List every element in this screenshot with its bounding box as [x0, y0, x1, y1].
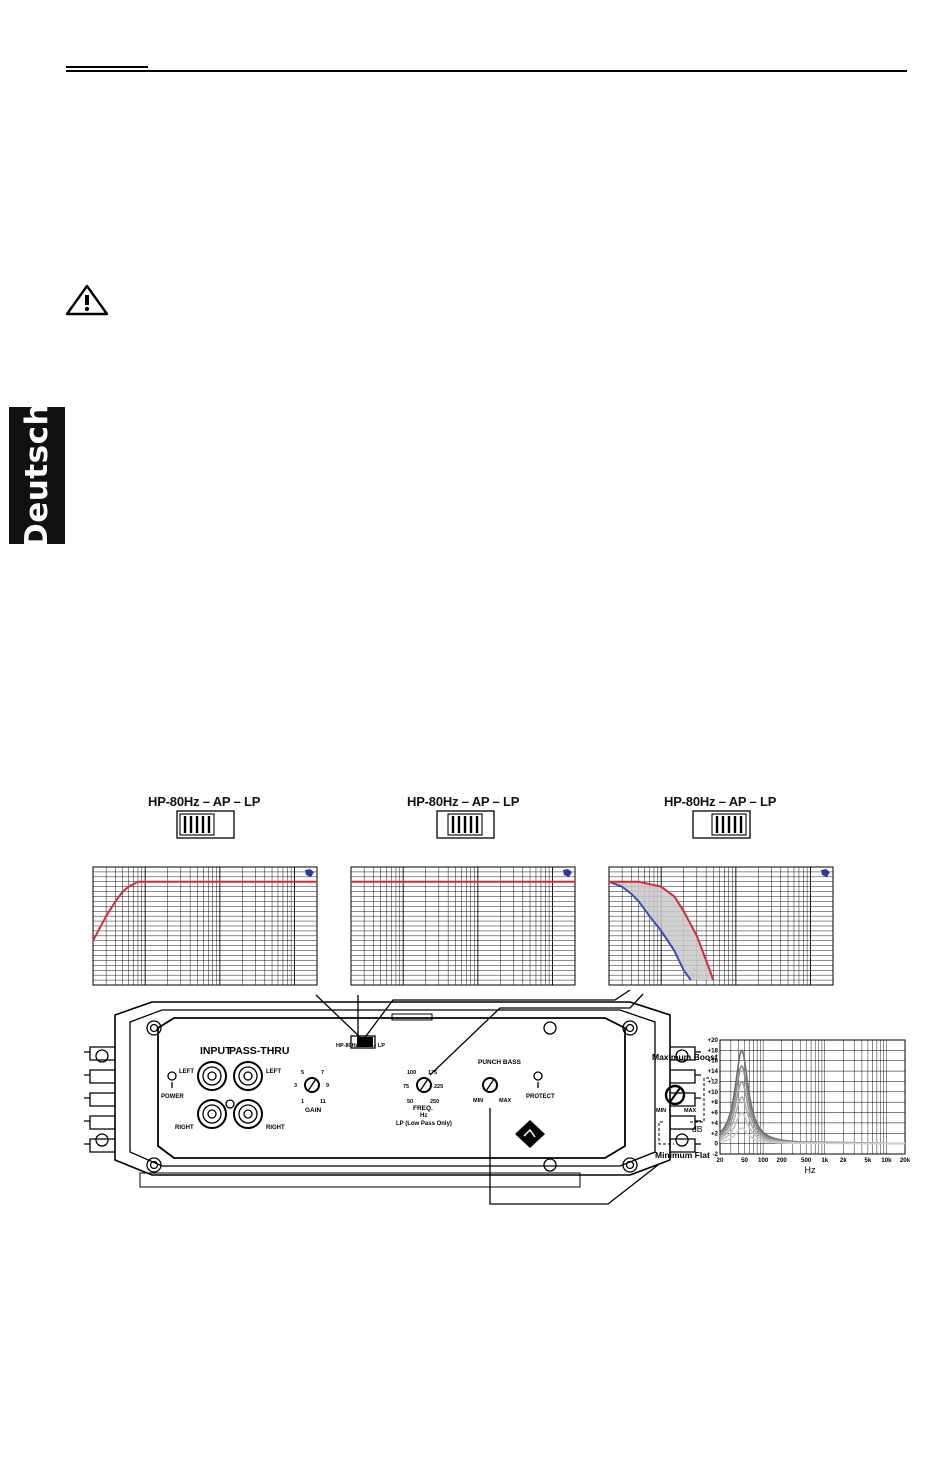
response-series-line	[609, 880, 715, 981]
y-tick-label: 0	[715, 1141, 719, 1148]
panel-punch-min-label: MIN	[473, 1098, 483, 1104]
y-tick-label: +4	[711, 1120, 719, 1127]
side-min-label: MIN	[656, 1108, 666, 1114]
gain-mark-7: 7	[321, 1070, 324, 1076]
punch-callout-line	[489, 1108, 659, 1205]
x-tick-label: 100	[758, 1157, 769, 1164]
panel-punch-max-label: MAX	[499, 1098, 512, 1104]
side-db-label: dB	[692, 1124, 703, 1134]
panel-power-label: POWER	[161, 1094, 184, 1100]
crossover-switch-hp	[176, 810, 235, 839]
y-tick-label: +20	[708, 1037, 719, 1044]
panel-punch-bass-label: PUNCH BASS	[478, 1059, 522, 1066]
minimum-flat-label: Minimum Flat	[655, 1150, 710, 1160]
gain-mark-3: 3	[294, 1083, 297, 1089]
panel-hz-label: Hz	[420, 1113, 427, 1119]
gain-mark-1: 1	[301, 1099, 304, 1105]
panel-pass-thru-label: PASS-THRU	[229, 1045, 289, 1057]
x-tick-label: 20k	[900, 1157, 910, 1164]
panel-switch-label: HP-80Hz – AP – LP	[336, 1043, 385, 1049]
chart-frame	[719, 1039, 906, 1155]
freq-mark-175: 175	[428, 1070, 437, 1076]
maximum-boost-label: Maximum Boost	[652, 1052, 718, 1062]
y-tick-label: +10	[708, 1089, 719, 1096]
x-axis-label: Hz	[805, 1165, 816, 1175]
freq-mark-100: 100	[407, 1070, 416, 1076]
y-tick-label: +16	[708, 1058, 719, 1065]
panel-gain-label: GAIN	[305, 1107, 322, 1114]
y-tick-label: -2	[712, 1151, 718, 1158]
punch-boost-curve	[719, 1111, 906, 1145]
panel-lp-note: LP (Low Pass Only)	[396, 1121, 452, 1127]
gain-mark-5: 5	[301, 1070, 304, 1076]
punch-bass-graph-panel: Maximum Boost Minimum Flat MIN MAX dB	[652, 1052, 718, 1160]
chart-grid	[350, 866, 576, 986]
x-tick-label: 200	[777, 1157, 788, 1164]
panel-right-label-2: RIGHT	[266, 1125, 285, 1131]
panel-protect-label: PROTECT	[526, 1094, 555, 1100]
x-tick-label: 1k	[821, 1157, 828, 1164]
response-chart-hp	[92, 866, 318, 986]
crossover-switch-lp	[692, 810, 751, 839]
brand-logo-icon	[305, 869, 314, 877]
x-tick-label: 500	[801, 1157, 812, 1164]
y-tick-label: +6	[711, 1110, 719, 1117]
x-tick-label: 2k	[840, 1157, 847, 1164]
gain-mark-11: 11	[320, 1099, 326, 1105]
switch-label-lp: HP-80Hz – AP – LP	[664, 794, 777, 809]
chart-frame	[608, 866, 834, 986]
brand-logo-icon	[563, 869, 572, 877]
gain-mark-9: 9	[326, 1083, 329, 1089]
y-tick-label: +2	[711, 1130, 719, 1137]
warning-icon	[65, 284, 109, 316]
x-tick-label: 10k	[881, 1157, 892, 1164]
language-tab[interactable]: Deutsch	[9, 402, 65, 549]
freq-mark-50: 50	[407, 1099, 413, 1105]
response-series-line	[608, 880, 692, 981]
chart-frame	[92, 866, 318, 986]
brand-logo-icon	[821, 869, 830, 877]
x-tick-label: 20	[717, 1157, 724, 1164]
panel-left-label: LEFT	[179, 1069, 194, 1075]
freq-mark-250: 250	[430, 1099, 439, 1105]
header-rule-short	[66, 66, 148, 68]
freq-mark-225: 225	[434, 1084, 443, 1090]
punch-boost-curve	[719, 1127, 906, 1145]
crossover-switch-ap	[436, 810, 495, 839]
freq-mark-75: 75	[403, 1084, 409, 1090]
y-tick-label: +14	[708, 1068, 719, 1075]
chart-grid	[92, 866, 318, 986]
switch-label-hp: HP-80Hz – AP – LP	[148, 794, 261, 809]
panel-left-label-2: LEFT	[266, 1069, 281, 1075]
x-tick-label: 50	[741, 1157, 748, 1164]
panel-right-label: RIGHT	[175, 1125, 194, 1131]
response-chart-lp	[608, 866, 834, 986]
y-tick-label: +18	[708, 1047, 719, 1054]
response-chart-ap	[350, 866, 576, 986]
side-max-label: MAX	[684, 1108, 697, 1114]
amplifier-panel: INPUT PASS-THRU LEFT LEFT RIGHT RIGHT PO…	[84, 990, 701, 1188]
response-series-line	[92, 880, 317, 942]
header-rule	[66, 70, 907, 72]
y-tick-label: +8	[711, 1099, 719, 1106]
panel-input-label: INPUT	[200, 1045, 232, 1057]
language-tab-label: Deutsch	[19, 402, 55, 549]
x-tick-label: 5k	[864, 1157, 871, 1164]
chart-frame	[350, 866, 576, 986]
y-tick-label: +12	[708, 1078, 719, 1085]
panel-freq-label: FREQ.	[413, 1105, 433, 1112]
shaded-range-area	[609, 881, 714, 981]
switch-label-ap: HP-80Hz – AP – LP	[407, 794, 520, 809]
